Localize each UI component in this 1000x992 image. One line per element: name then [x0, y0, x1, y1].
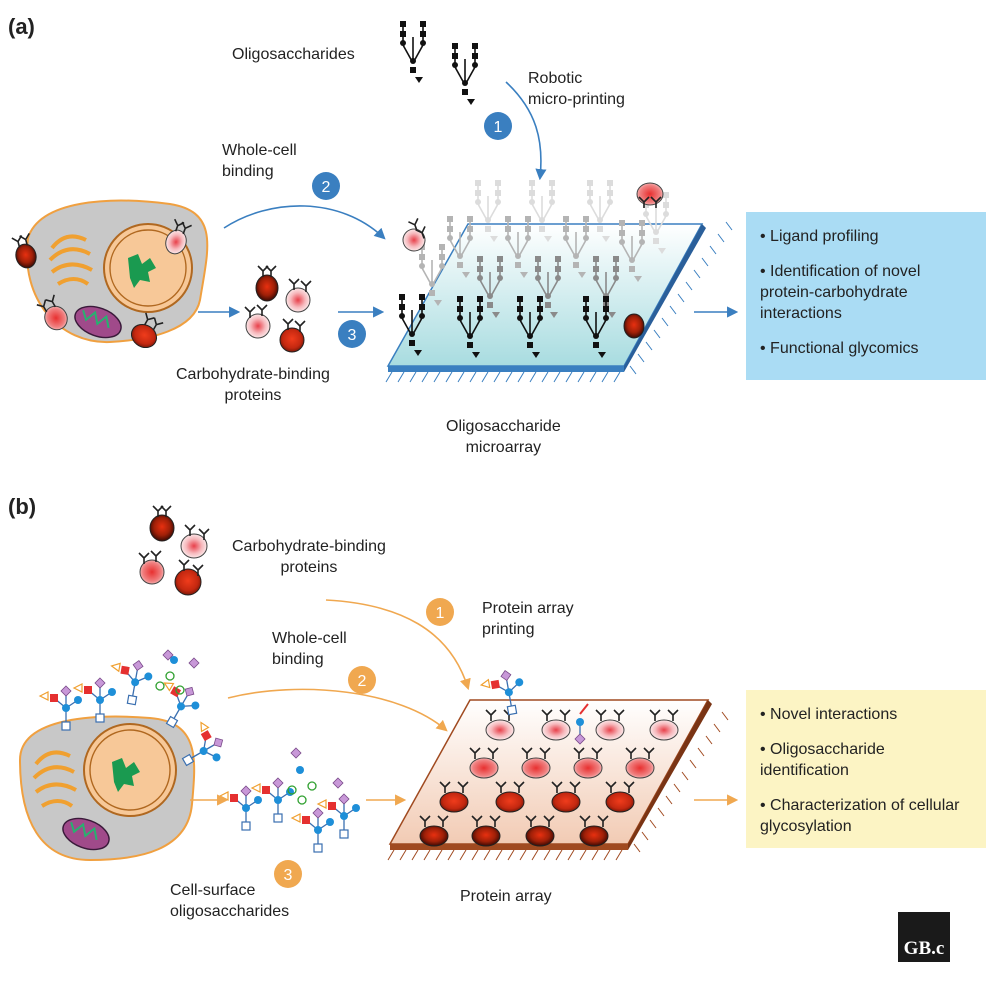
step-a2-label: 2 [322, 179, 331, 196]
outcome-cellular-glycosylation: • Characterization of cellular glycosyla… [760, 797, 960, 835]
arrows-a [198, 81, 739, 318]
outcome-oligosaccharide-identification: • Oligosaccharide identification [760, 741, 885, 779]
step-circle-a1: 1 [484, 112, 512, 140]
outcome-novel-interactions-b: • Novel interactions [760, 706, 898, 723]
step-b3-label: 3 [284, 867, 293, 884]
panel-b-letter: (b) [8, 494, 37, 519]
oligosaccharides-label: Oligosaccharides [232, 46, 355, 63]
step-b1-label: 1 [436, 605, 445, 622]
outcomes-box-a: • Ligand profiling • Identification of n… [746, 212, 986, 380]
free-oligosaccharides-b [219, 747, 361, 853]
genome-biology-logo: GB.c [898, 912, 950, 962]
step-circle-b3: 3 [274, 860, 302, 888]
cell-b [18, 649, 232, 862]
outcome-novel-interactions-a: • Identification of novel protein-carboh… [760, 263, 921, 322]
step-circle-b1: 1 [426, 598, 454, 626]
outcome-ligand-profiling: • Ligand profiling [760, 228, 879, 245]
outcome-functional-glycomics: • Functional glycomics [760, 340, 919, 357]
panel-a-letter: (a) [8, 14, 35, 39]
step-a3-label: 3 [348, 327, 357, 344]
step-circle-b2: 2 [348, 666, 376, 694]
oligosaccharides-icon [399, 20, 479, 106]
arrows-b [190, 599, 739, 806]
free-proteins-b [138, 505, 210, 596]
outcomes-box-b: • Novel interactions • Oligosaccharide i… [746, 690, 986, 848]
protein-array [387, 667, 729, 861]
step-b2-label: 2 [358, 673, 367, 690]
step-circle-a3: 3 [338, 320, 366, 348]
step-a1-label: 1 [494, 119, 503, 136]
cell-a [11, 199, 209, 349]
free-proteins-a [244, 265, 312, 353]
oligosaccharide-microarray [385, 179, 733, 383]
step-circle-a2: 2 [312, 172, 340, 200]
protein-array-label: Protein array [460, 888, 552, 905]
